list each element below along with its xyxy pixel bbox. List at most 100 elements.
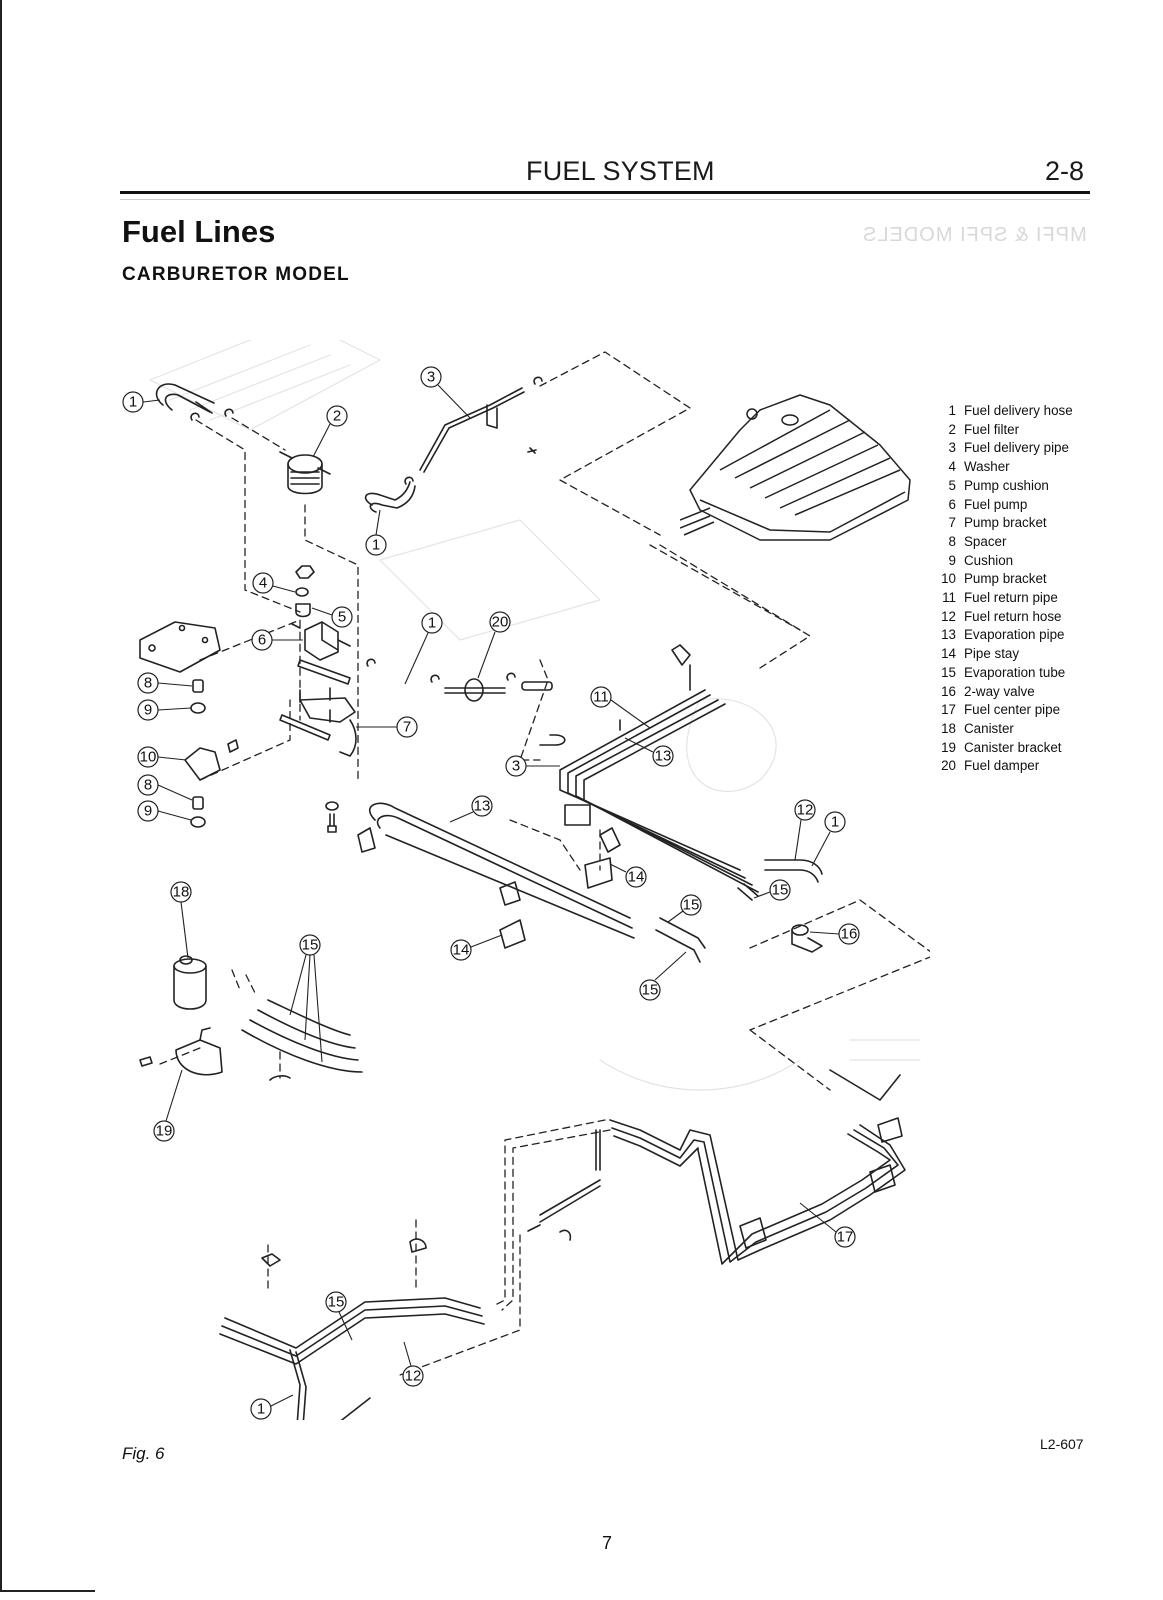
section-title: Fuel Lines <box>122 214 276 249</box>
scan-edge-bottom <box>0 1590 95 1592</box>
svg-text:1: 1 <box>372 537 380 554</box>
svg-text:13: 13 <box>655 748 672 765</box>
svg-text:12: 12 <box>797 802 814 819</box>
callout-1: 1 <box>365 509 387 556</box>
svg-text:6: 6 <box>258 632 266 649</box>
svg-text:16: 16 <box>841 926 858 943</box>
callout-12: 12 <box>794 799 816 861</box>
header-rule <box>120 191 1090 194</box>
two-way-valve <box>791 924 823 953</box>
svg-text:1: 1 <box>257 1401 265 1418</box>
svg-text:1: 1 <box>129 394 137 411</box>
svg-text:8: 8 <box>144 777 152 794</box>
callout-layer: 1 2 3 1 4 5 6 1 20 8 9 7 10 8 9 11 13 3 … <box>122 366 860 1420</box>
callout-1: 1 <box>122 391 161 413</box>
svg-text:7: 7 <box>403 719 411 736</box>
pipe-bundle-upper <box>539 664 759 893</box>
svg-text:9: 9 <box>144 702 152 719</box>
pump-mount-hardware <box>295 565 315 618</box>
callout-15: 15 <box>325 1291 353 1341</box>
svg-text:2: 2 <box>333 408 341 425</box>
svg-text:18: 18 <box>173 884 190 901</box>
fuel-pump <box>291 621 351 685</box>
callout-15: 15 <box>753 879 791 901</box>
svg-text:4: 4 <box>259 575 267 592</box>
svg-text:1: 1 <box>428 615 436 632</box>
bleed-through-linework <box>149 319 921 1091</box>
callout-5: 5 <box>311 606 353 628</box>
callout-1: 1 <box>811 811 846 867</box>
pipe-stays <box>357 644 691 949</box>
callout-14: 14 <box>609 863 647 888</box>
canister <box>173 955 207 1010</box>
callout-3: 3 <box>505 755 560 777</box>
callout-9: 9 <box>137 699 192 721</box>
callout-3: 3 <box>420 366 471 419</box>
canister-bracket <box>175 1027 223 1076</box>
svg-text:19: 19 <box>156 1123 173 1140</box>
running-header: FUEL SYSTEM 2-8 <box>0 152 1163 192</box>
fuel-tank <box>680 394 911 541</box>
bleed-through-text: MPFI & SPFI MODELS <box>862 224 1087 246</box>
callout-15: 15 <box>289 934 323 1063</box>
hose-clips <box>190 376 543 683</box>
pump-bracket <box>279 687 357 757</box>
scan-edge-left <box>0 0 2 1592</box>
fuel-delivery-pipe-top <box>419 387 537 473</box>
callout-8: 8 <box>137 672 193 694</box>
svg-text:15: 15 <box>642 982 659 999</box>
svg-text:11: 11 <box>593 689 609 706</box>
callout-10: 10 <box>137 746 187 768</box>
svg-text:15: 15 <box>683 897 700 914</box>
callout-1: 1 <box>404 612 443 685</box>
callout-15: 15 <box>639 951 687 1001</box>
callout-1: 1 <box>250 1394 294 1420</box>
evaporation-tubes-canister <box>241 999 363 1081</box>
svg-text:15: 15 <box>302 937 319 954</box>
svg-text:8: 8 <box>144 675 152 692</box>
fuel-delivery-hose-mid <box>364 481 411 506</box>
svg-text:15: 15 <box>772 882 789 899</box>
canister-bolt <box>139 1056 153 1067</box>
callout-2: 2 <box>312 405 348 458</box>
header-rule-shadow <box>120 199 1090 200</box>
svg-text:13: 13 <box>474 798 491 815</box>
svg-text:10: 10 <box>140 749 157 766</box>
callout-13: 13 <box>449 795 493 823</box>
callout-17: 17 <box>799 1202 856 1248</box>
subsection-title: CARBURETOR MODEL <box>122 264 350 285</box>
callout-20: 20 <box>477 611 511 679</box>
pump-mount-plate <box>139 621 221 673</box>
callout-6: 6 <box>251 629 303 651</box>
svg-text:9: 9 <box>144 803 152 820</box>
figure-label: Fig. 6 <box>122 1444 165 1463</box>
svg-text:15: 15 <box>328 1294 345 1311</box>
svg-text:17: 17 <box>837 1229 854 1246</box>
callout-7: 7 <box>356 716 418 738</box>
callout-4: 4 <box>252 572 296 594</box>
callout-15: 15 <box>667 894 702 923</box>
page-number: 7 <box>602 1533 613 1553</box>
callout-9: 9 <box>137 800 192 822</box>
callout-16: 16 <box>809 923 860 945</box>
drawing-id: L2-607 <box>1040 1436 1084 1452</box>
pump-bolts <box>325 801 339 833</box>
spacer-cushion-set <box>190 679 206 828</box>
